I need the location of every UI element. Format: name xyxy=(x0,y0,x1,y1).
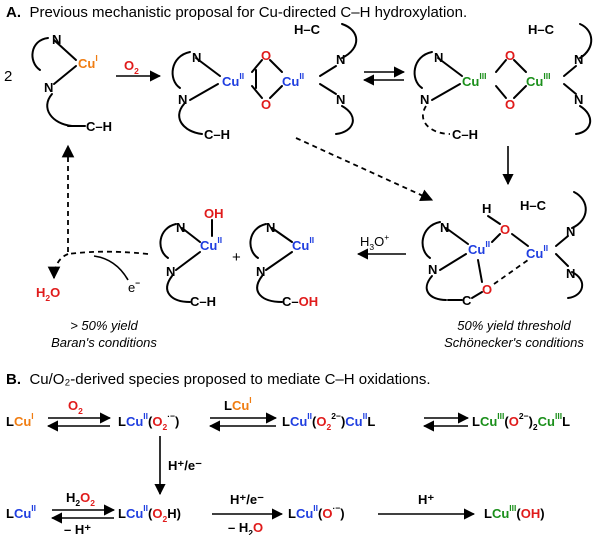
baran-conditions-note: Baran's conditions xyxy=(51,335,157,350)
oxygen-int-top: O xyxy=(500,222,510,237)
electron-label: e− xyxy=(128,278,140,295)
species-hydroperoxo: LCuII(O2H) xyxy=(118,503,181,524)
species-superoxo: LCuII(O2·−) xyxy=(118,411,179,432)
svg-text:H⁺/e⁻: H⁺/e⁻ xyxy=(230,492,264,507)
svg-text:O: O xyxy=(505,97,515,112)
svg-text:– H⁺: – H⁺ xyxy=(64,522,91,535)
section-a-header: A. Previous mechanistic proposal for Cu-… xyxy=(6,4,467,21)
svg-text:LCuI: LCuI xyxy=(224,395,252,413)
plus-sign: + xyxy=(232,249,241,266)
oxygen-top: O xyxy=(261,48,271,63)
species-oxyl: LCuII(O·−) xyxy=(288,503,345,521)
cu-ii-right: CuII xyxy=(282,71,304,89)
hydroxylated-product: N N CuII C–OH xyxy=(249,220,318,309)
svg-text:H–C: H–C xyxy=(294,22,321,37)
oxygen-bottom: O xyxy=(261,97,271,112)
species-bis-oxo: LCuIII(O2−)2CuIIIL xyxy=(472,411,570,432)
stoich-coefficient: 2 xyxy=(4,68,12,85)
svg-text:N: N xyxy=(440,220,449,235)
cu-ii-hydroxide: N N CuII OH C–H xyxy=(159,206,224,309)
cu-iii-right: CuIII xyxy=(526,71,550,89)
svg-text:N: N xyxy=(336,92,345,107)
svg-text:N: N xyxy=(574,92,583,107)
equilibrium-h2o2: H2O2 – H⁺ xyxy=(50,490,116,535)
c-h-bond-label: C–H xyxy=(86,119,112,134)
cu-iii-left: CuIII xyxy=(462,71,486,89)
hydroxide-label: OH xyxy=(204,206,224,221)
species-lcu-i: LCuI xyxy=(6,411,34,429)
svg-text:N: N xyxy=(192,50,201,65)
svg-text:N: N xyxy=(178,92,187,107)
arrow-superoxo-to-hydroperoxo: H⁺/e⁻ xyxy=(154,436,202,496)
species-lcu-ii: LCuII xyxy=(6,503,36,521)
arrow-hydroperoxo-to-oxyl: H⁺/e⁻ – H2O xyxy=(212,492,284,535)
svg-text:C–H: C–H xyxy=(452,127,478,142)
species-peroxo-dimer: LCuII(O22−)CuIIL xyxy=(282,411,375,432)
svg-text:N: N xyxy=(256,264,265,279)
svg-text:– H2O: – H2O xyxy=(228,520,263,535)
svg-text:N: N xyxy=(574,52,583,67)
arrow-oxyl-to-hydroxide: H⁺ xyxy=(378,492,476,520)
svg-text:H: H xyxy=(482,201,491,216)
svg-text:H–C: H–C xyxy=(528,22,555,37)
schonecker-yield-note: 50% yield threshold xyxy=(457,318,571,333)
svg-text:H⁺: H⁺ xyxy=(418,492,434,507)
svg-text:N: N xyxy=(176,220,185,235)
water-product: H2O xyxy=(36,285,60,303)
cu-ii-right-int: CuII xyxy=(526,243,548,261)
h3o-arrow: H3O+ xyxy=(356,232,406,260)
svg-text:H2O2: H2O2 xyxy=(66,490,95,508)
o2-arrow: O2 xyxy=(116,58,162,82)
svg-text:H⁺/e⁻: H⁺/e⁻ xyxy=(168,458,202,473)
equilibrium-isomerization xyxy=(422,412,470,432)
cu-ii-left-int: CuII xyxy=(468,239,490,257)
svg-text:N: N xyxy=(266,220,275,235)
svg-text:N: N xyxy=(566,266,575,281)
svg-text:N: N xyxy=(566,224,575,239)
atom-n-top: N xyxy=(52,32,61,47)
svg-text:C–H: C–H xyxy=(204,127,230,142)
regeneration-path: H2O e− xyxy=(36,144,149,303)
svg-text:C–H: C–H xyxy=(190,294,216,309)
o2-reagent: O2 xyxy=(124,58,139,76)
cu-i-label: CuI xyxy=(78,53,98,71)
svg-text:C: C xyxy=(462,293,472,308)
h3o-reagent: H3O+ xyxy=(360,232,389,252)
section-b-header: B. Cu/O₂-derived species proposed to med… xyxy=(6,371,430,388)
oxygen-int-bottom: O xyxy=(482,282,492,297)
dashed-diagonal-arrow xyxy=(295,137,434,202)
schonecker-conditions-note: Schönecker's conditions xyxy=(444,335,584,350)
svg-text:N: N xyxy=(428,262,437,277)
species-cu-iii-hydroxide: LCuIII(OH) xyxy=(484,503,545,521)
equilibrium-o2-binding: O2 xyxy=(46,398,112,432)
cu-ii-left: CuII xyxy=(222,71,244,89)
cu-ii-hydroxide-label: CuII xyxy=(200,235,222,253)
c-oh-label: C–OH xyxy=(282,294,318,309)
atom-n-bottom: N xyxy=(44,80,53,95)
equilibrium-arrow-a xyxy=(362,66,406,86)
cu-ii-product: CuII xyxy=(292,235,314,253)
svg-text:O: O xyxy=(505,48,515,63)
hydroxylation-intermediate: N N CuII O H CuII O C N N H–C xyxy=(421,191,587,308)
baran-yield-note: > 50% yield xyxy=(70,318,138,333)
svg-text:N: N xyxy=(434,50,443,65)
svg-text:N: N xyxy=(420,92,429,107)
svg-text:H–C: H–C xyxy=(520,198,547,213)
equilibrium-dimerization: LCuI xyxy=(208,395,278,432)
cu-ii-peroxo-dimer: N N CuII O O CuII N N H–C C–H xyxy=(171,22,358,142)
svg-text:N: N xyxy=(336,52,345,67)
svg-text:N: N xyxy=(166,264,175,279)
cu-i-complex: 2 N N CuI C–H xyxy=(4,32,112,134)
svg-text:O2: O2 xyxy=(68,398,83,416)
cu-iii-bis-oxo-dimer: N N CuIII O O CuIII N N H–C C–H xyxy=(413,22,593,142)
